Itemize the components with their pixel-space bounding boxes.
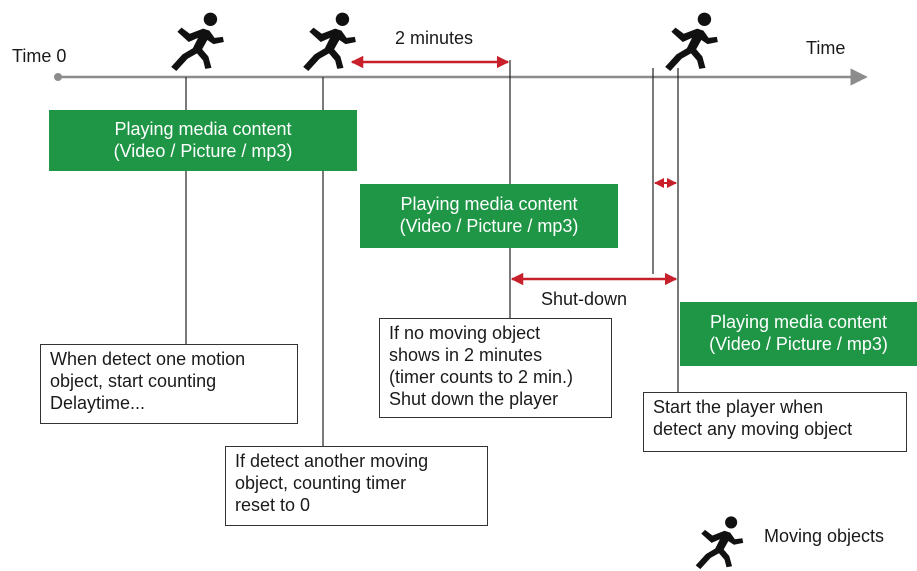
note-line: Start the player when [653, 397, 824, 417]
media-block-title: Playing media content [114, 119, 292, 139]
two-minutes-label: 2 minutes [395, 28, 474, 48]
note-line: If no moving object [389, 323, 541, 343]
note-another-detect: If detect another moving object, countin… [225, 446, 488, 526]
running-person-icon [171, 12, 224, 71]
legend-label: Moving objects [764, 526, 885, 546]
media-block-subtitle: (Video / Picture / mp3) [709, 334, 888, 354]
media-block-title: Playing media content [709, 312, 888, 332]
note-line: If detect another moving [235, 451, 429, 471]
time-zero-label: Time 0 [12, 46, 67, 66]
media-block-3: Playing media content (Video / Picture /… [680, 302, 917, 366]
media-block-subtitle: (Video / Picture / mp3) [399, 216, 579, 236]
note-line: When detect one motion [50, 349, 246, 369]
note-no-motion: If no moving object shows in 2 minutes (… [379, 318, 612, 418]
time-origin-dot [54, 73, 62, 81]
note-restart: Start the player when detect any moving … [643, 392, 907, 452]
media-block-2: Playing media content (Video / Picture /… [360, 184, 618, 248]
time-axis-label: Time [806, 38, 846, 58]
media-block-title: Playing media content [400, 194, 578, 214]
shutdown-label: Shut-down [541, 289, 628, 309]
note-first-detect: When detect one motion object, start cou… [40, 344, 298, 424]
legend-running-person-icon [695, 516, 744, 570]
note-line: detect any moving object [653, 419, 853, 439]
running-person-icon [665, 12, 718, 71]
note-line: object, counting timer [235, 473, 407, 493]
note-line: (timer counts to 2 min.) [389, 367, 574, 387]
media-block-subtitle: (Video / Picture / mp3) [113, 141, 293, 161]
note-line: Shut down the player [389, 389, 559, 409]
note-line: reset to 0 [235, 495, 311, 515]
media-block-1: Playing media content (Video / Picture /… [49, 110, 357, 171]
running-person-icon [303, 12, 356, 71]
note-line: object, start counting [50, 371, 217, 391]
note-line: Delaytime... [50, 393, 146, 413]
note-line: shows in 2 minutes [389, 345, 543, 365]
